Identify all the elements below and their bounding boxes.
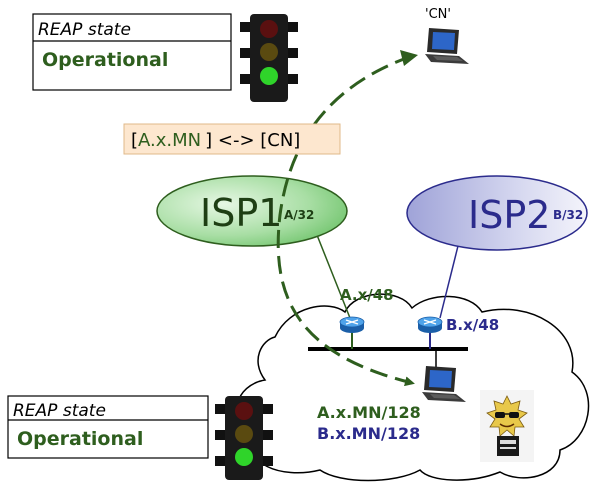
mapping-label: [A.x.MN] <-> [CN] [123,123,341,155]
mapping-open: [ [131,130,138,151]
host-address-b: B.x.MN/128 [317,424,420,443]
reap-state-value-bottom: Operational [17,428,143,450]
cn-label: 'CN' [425,7,451,22]
mn-cn-path [276,54,415,387]
reap-state-value-top: Operational [42,49,168,71]
traffic-light-icon [240,14,298,102]
mobile-node-laptop-icon [422,366,466,402]
reap-state-box-top: REAP state Operational [32,13,232,91]
isp1-link [314,229,351,319]
isp1-name: ISP1 [200,191,282,235]
isp1-ellipse [156,175,348,247]
laptop-icon [425,28,469,64]
reap-state-title-top: REAP state [38,20,131,40]
svg-text:[A.x.MN] <-> [CN]: [A.x.MN] <-> [CN] [131,130,300,151]
router-a-icon [339,316,365,333]
prefix-b-label: B.x/48 [446,316,499,334]
reap-state-box-bottom: REAP state Operational [7,395,209,459]
mn-cn-path-arrowhead [400,50,418,66]
secret-agent-icon [480,390,534,462]
isp2-prefix: B/32 [553,208,583,222]
reap-state-title-bottom: REAP state [13,401,106,421]
isp2-name: ISP2 [468,193,550,237]
site-cloud [236,293,590,482]
traffic-light-icon-bottom [215,396,273,480]
isp1-prefix: A/32 [284,208,314,222]
mapping-mn: A.x.MN [138,130,201,151]
router-b-icon [417,316,443,333]
isp2-link [439,237,461,319]
host-address-a: A.x.MN/128 [317,403,421,422]
isp2-ellipse [406,175,588,251]
mapping-cn: ] <-> [CN] [205,130,300,151]
prefix-a-label: A.x/48 [340,286,394,304]
